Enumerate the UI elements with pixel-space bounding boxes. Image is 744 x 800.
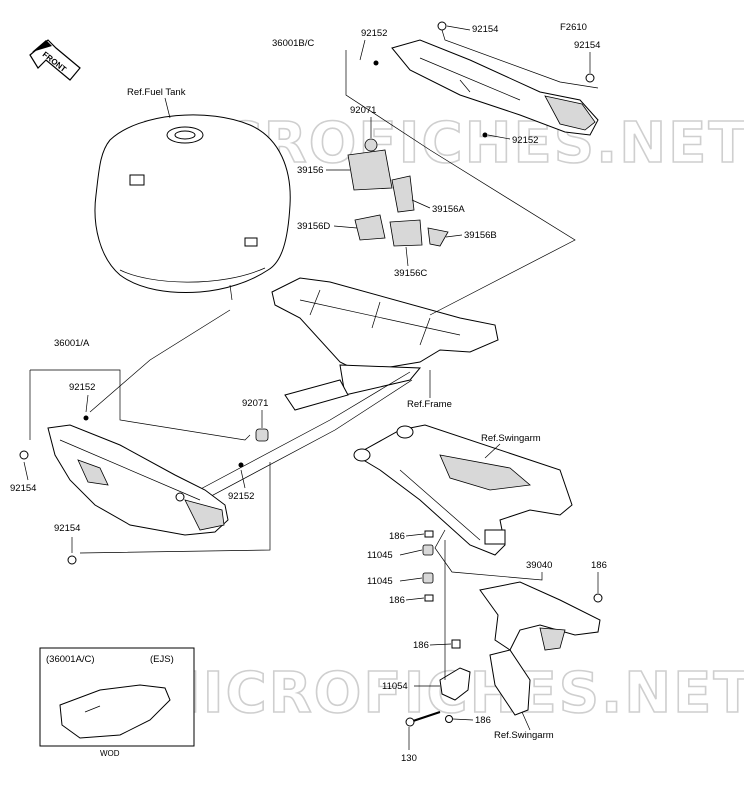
part-92152-left-label: 92152	[69, 382, 95, 393]
side-cowl-lower	[47, 424, 229, 536]
part-92152-mid-label: 92152	[228, 491, 254, 502]
screw-92154-right-icon	[585, 73, 595, 83]
diagram-code: F2610	[560, 22, 587, 33]
bolt-186-c-icon	[593, 593, 603, 603]
bolt-186-a-icon	[424, 530, 434, 538]
part-92154-right-label: 92154	[574, 40, 600, 51]
ref-frame-label: Ref.Frame	[407, 399, 452, 410]
part-92154-left-label: 92154	[10, 483, 36, 494]
bolt-186-d-icon	[451, 639, 461, 649]
decal-39156b-icon	[427, 227, 449, 247]
bolt-130-icon	[405, 711, 441, 727]
part-186-b-label: 186	[389, 595, 405, 606]
part-92071-mid-label: 92071	[242, 398, 268, 409]
collar-11045-a-icon	[422, 544, 434, 556]
part-186-a-label: 186	[389, 531, 405, 542]
part-39156c-label: 39156C	[394, 268, 427, 279]
part-186-e-label: 186	[475, 715, 491, 726]
swingarm-lower-ref	[489, 649, 531, 716]
rear-cowl-upper	[391, 39, 599, 136]
decal-group-39156	[347, 149, 449, 247]
bolt-186-b-icon	[424, 594, 434, 602]
grommet-92152-right-icon	[482, 132, 488, 138]
part-92152-top-label: 92152	[361, 28, 387, 39]
part-92154-top-label: 92154	[472, 24, 498, 35]
part-39156a-label: 39156A	[432, 204, 465, 215]
inset-cowl-icon	[59, 684, 171, 739]
inset-tag: (EJS)	[150, 654, 174, 665]
inset-caption: WOD	[100, 749, 120, 758]
bracket-11054	[439, 667, 471, 701]
part-36001bc-label: 36001B/C	[272, 38, 314, 49]
frame-ref	[179, 277, 499, 511]
screw-92154-left-icon	[19, 450, 29, 460]
ref-swingarm-top-label: Ref.Swingarm	[481, 433, 541, 444]
part-11054-label: 11054	[382, 681, 408, 692]
grommet-92152-top-icon	[373, 60, 379, 66]
chain-guard-39040	[479, 581, 601, 651]
part-11045-a-label: 11045	[367, 550, 393, 561]
part-39156d-label: 39156D	[297, 221, 330, 232]
screw-92154-top-icon	[437, 21, 447, 31]
inset-box: (36001A/C) (EJS)	[39, 647, 195, 747]
decal-39156a-icon	[391, 175, 415, 213]
ref-swingarm-bottom-label: Ref.Swingarm	[494, 730, 554, 741]
inset-title: (36001A/C)	[46, 654, 95, 665]
grommet-92152-left-icon	[83, 415, 89, 421]
swingarm-ref	[353, 424, 573, 556]
part-186-c-label: 186	[591, 560, 607, 571]
part-92154-bottom-label: 92154	[54, 523, 80, 534]
damper-92071-top-icon	[364, 138, 378, 152]
front-arrow-icon: FRONT	[29, 39, 81, 81]
ref-fuel-tank-label: Ref.Fuel Tank	[127, 87, 186, 98]
bolt-186-e-icon	[445, 715, 453, 723]
collar-11045-b-icon	[422, 572, 434, 584]
part-39156-label: 39156	[297, 165, 323, 176]
part-92071-top-label: 92071	[350, 105, 376, 116]
fuel-tank-ref	[94, 114, 291, 301]
part-39156b-label: 39156B	[464, 230, 497, 241]
part-130-label: 130	[401, 753, 417, 764]
part-186-d-label: 186	[413, 640, 429, 651]
decal-39156-icon	[347, 149, 393, 191]
damper-92071-mid-icon	[255, 428, 269, 442]
decal-39156d-icon	[354, 214, 386, 241]
decal-39156c-icon	[389, 219, 423, 247]
screw-92154-bottom-icon	[67, 555, 77, 565]
part-36001a-label: 36001/A	[54, 338, 90, 349]
grommet-92152-mid-icon	[238, 462, 244, 468]
part-39040-label: 39040	[526, 560, 552, 571]
part-92152-right-label: 92152	[512, 135, 538, 146]
part-11045-b-label: 11045	[367, 576, 393, 587]
